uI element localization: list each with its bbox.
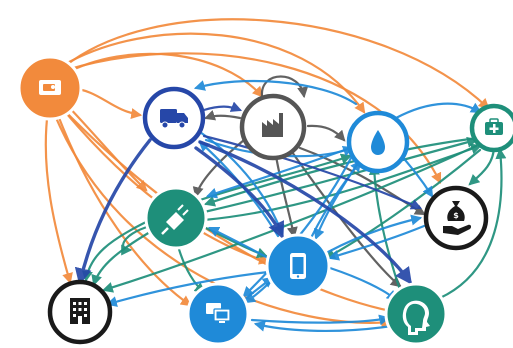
edge-it-to-people (250, 314, 391, 326)
edge-energy-to-health-2 (202, 143, 483, 222)
edge-transport-to-finance (202, 134, 423, 210)
node-energy[interactable] (144, 186, 208, 250)
human-head-icon (402, 300, 430, 335)
edge-wallet-to-energy (64, 102, 148, 192)
node-health[interactable] (469, 103, 513, 153)
edge-communication-to-finance (326, 214, 423, 254)
edge-energy-to-water (198, 153, 353, 202)
edge-wallet-to-health (56, 18, 490, 110)
edge-health-to-energy (203, 136, 480, 207)
power-plug-icon (161, 204, 189, 235)
edge-transport-to-communication-dk (194, 146, 285, 240)
node-water[interactable] (346, 110, 410, 174)
node-people[interactable] (384, 282, 448, 346)
edge-water-to-energy (205, 146, 352, 199)
svg-text:$: $ (453, 211, 459, 220)
node-transport[interactable] (142, 86, 206, 150)
edge-energy-loop-left (121, 224, 152, 256)
edge-energy-to-buildings (91, 230, 152, 287)
money-bag-hand-icon: $ (443, 201, 472, 235)
edge-communication-to-water (310, 160, 362, 238)
edge-people-to-water (368, 163, 402, 292)
edge-people-to-health (438, 147, 507, 300)
node-buildings[interactable] (47, 279, 113, 345)
edge-wallet-to-finance (64, 52, 442, 184)
node-it-systems[interactable] (186, 282, 250, 346)
edge-communication-to-buildings (105, 270, 270, 307)
edge-transport-to-buildings (74, 138, 152, 286)
first-aid-kit-icon (485, 118, 503, 135)
factory-icon (262, 113, 283, 137)
truck-icon (160, 109, 188, 129)
edge-energy-to-health (202, 136, 479, 214)
node-hand-wallet[interactable] (17, 55, 83, 121)
nodes: $ (17, 55, 513, 346)
node-finance[interactable]: $ (423, 185, 489, 251)
edge-industry-to-water (306, 124, 346, 142)
hand-wallet-icon (39, 80, 61, 95)
edge-transport-to-people (198, 140, 412, 285)
dark-blue-edges (74, 101, 423, 286)
smartphone-icon (290, 253, 306, 279)
edge-people-to-it (253, 320, 394, 332)
edge-water-to-health (394, 102, 482, 120)
edge-industry-to-communication (274, 154, 298, 239)
edge-industry-loop (260, 75, 309, 99)
edge-industry-to-transport (203, 110, 242, 121)
edge-wallet-to-it (54, 108, 192, 307)
edge-transport-to-industry (202, 101, 243, 112)
office-building-icon (70, 298, 90, 324)
edge-communication-to-energy (208, 226, 270, 260)
edge-communication-to-it (244, 280, 272, 304)
computer-network-icon (206, 303, 231, 323)
node-communication[interactable] (265, 233, 331, 299)
water-drop-icon (371, 130, 385, 155)
edge-wallet-to-water (60, 32, 366, 114)
edge-wallet-to-people (58, 104, 399, 316)
node-industry[interactable] (239, 93, 307, 161)
edge-water-to-transport (193, 79, 358, 106)
edge-wallet-to-buildings (44, 108, 73, 285)
